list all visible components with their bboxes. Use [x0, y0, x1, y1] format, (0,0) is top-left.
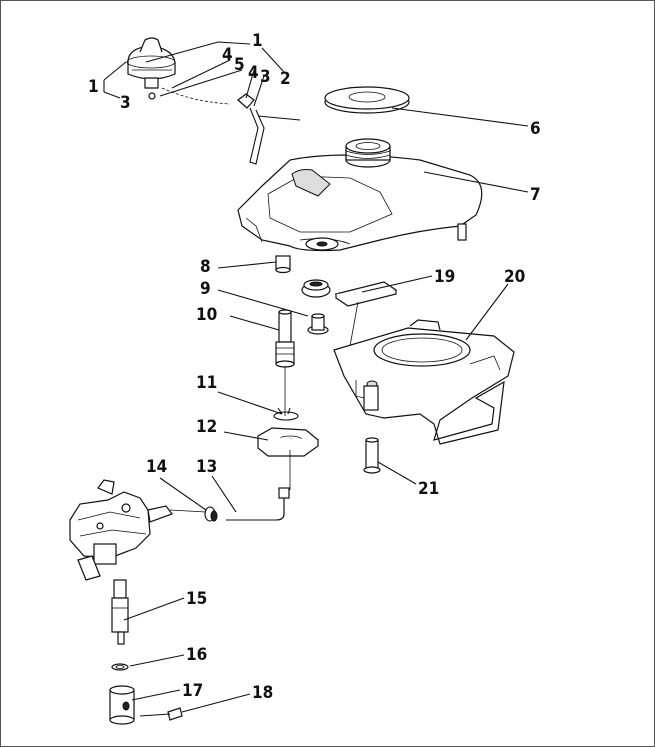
tank-seal-ring: [324, 86, 410, 114]
cap-lever: [237, 93, 301, 165]
cap-chain: [161, 87, 231, 105]
label-3a: 3: [120, 93, 131, 113]
fuel-tank: [237, 138, 483, 252]
label-14: 14: [146, 457, 167, 477]
foam-pad: [334, 281, 398, 307]
label-1b: 1: [252, 31, 263, 51]
label-19: 19: [434, 267, 455, 287]
label-16: 16: [186, 645, 207, 665]
collar: [109, 685, 135, 725]
choke-shaft: [111, 579, 129, 645]
hose-clip: [204, 506, 218, 522]
label-1a: 1: [88, 77, 99, 97]
label-13: 13: [196, 457, 217, 477]
label-11: 11: [196, 373, 217, 393]
label-15: 15: [186, 589, 207, 609]
label-12: 12: [196, 417, 217, 437]
label-6: 6: [530, 119, 541, 139]
label-7: 7: [530, 185, 541, 205]
label-5: 5: [234, 55, 245, 75]
label-17: 17: [182, 681, 203, 701]
connector-tube: [275, 309, 295, 368]
label-20: 20: [504, 267, 525, 287]
label-10: 10: [196, 305, 217, 325]
tank-bracket: [333, 319, 515, 445]
label-3b: 3: [260, 67, 271, 87]
o-ring: [111, 663, 129, 671]
mounting-pin: [363, 437, 381, 474]
label-4b: 4: [248, 63, 259, 83]
fuel-hose: [226, 487, 290, 521]
label-18: 18: [252, 683, 273, 703]
screw: [139, 707, 183, 721]
hose-clamp: [273, 407, 299, 421]
fuel-filter: [301, 279, 331, 335]
label-2: 2: [280, 69, 291, 89]
label-9: 9: [200, 279, 211, 299]
label-21: 21: [418, 479, 439, 499]
label-4a: 4: [222, 45, 233, 65]
carburetor: [69, 479, 173, 581]
valve-plate: [257, 427, 319, 457]
outlet-fitting: [275, 255, 291, 274]
label-8: 8: [200, 257, 211, 277]
fuel-cap: [126, 37, 176, 100]
